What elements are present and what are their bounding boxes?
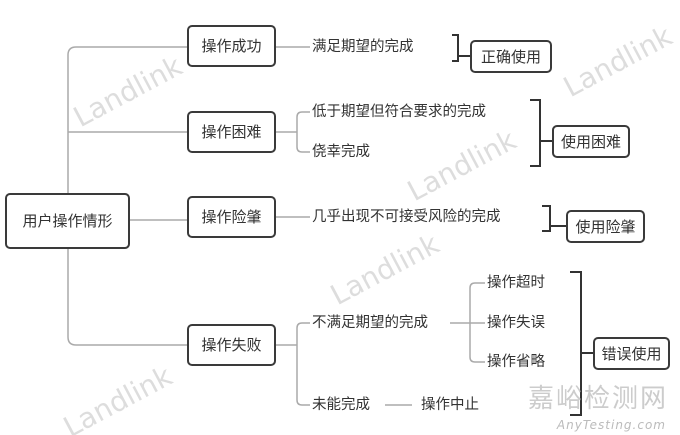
outcome-text: 未能完成 (312, 397, 370, 413)
root-node: 用户操作情形 (5, 193, 130, 249)
node-difficult: 操作困难 (187, 111, 276, 153)
sub-outcome-text: 操作失误 (487, 315, 545, 331)
brand-logo-cn: 嘉峪检测网 (527, 384, 668, 414)
bracket-difficult (276, 111, 310, 153)
node-success: 操作成功 (187, 25, 276, 67)
abort-text: 操作中止 (421, 397, 479, 413)
result-use-error: 错误使用 (593, 337, 670, 370)
result-near-miss: 使用险肇 (566, 210, 645, 243)
node-fail: 操作失败 (187, 324, 276, 366)
result-use-difficulty: 使用困难 (552, 125, 630, 158)
sub-outcome-text: 操作超时 (487, 275, 545, 291)
outcome-text: 不满足期望的完成 (312, 315, 428, 331)
brand-logo-en: AnyTesting.com (556, 418, 666, 432)
result-bracket-2 (530, 99, 552, 167)
bracket-fail (276, 322, 310, 406)
outcome-text: 侥幸完成 (312, 144, 370, 160)
outcome-text: 几乎出现不可接受风险的完成 (312, 209, 501, 225)
result-bracket-3 (542, 205, 566, 232)
result-correct-use: 正确使用 (470, 40, 552, 73)
sub-outcome-text: 操作省略 (487, 354, 545, 370)
outcome-text: 低于期望但符合要求的完成 (312, 104, 486, 120)
bracket-sub (450, 282, 485, 363)
result-bracket-1 (452, 34, 470, 62)
node-nearmiss: 操作险肇 (187, 196, 276, 238)
result-bracket-4 (570, 271, 593, 416)
outcome-text: 满足期望的完成 (312, 39, 414, 55)
